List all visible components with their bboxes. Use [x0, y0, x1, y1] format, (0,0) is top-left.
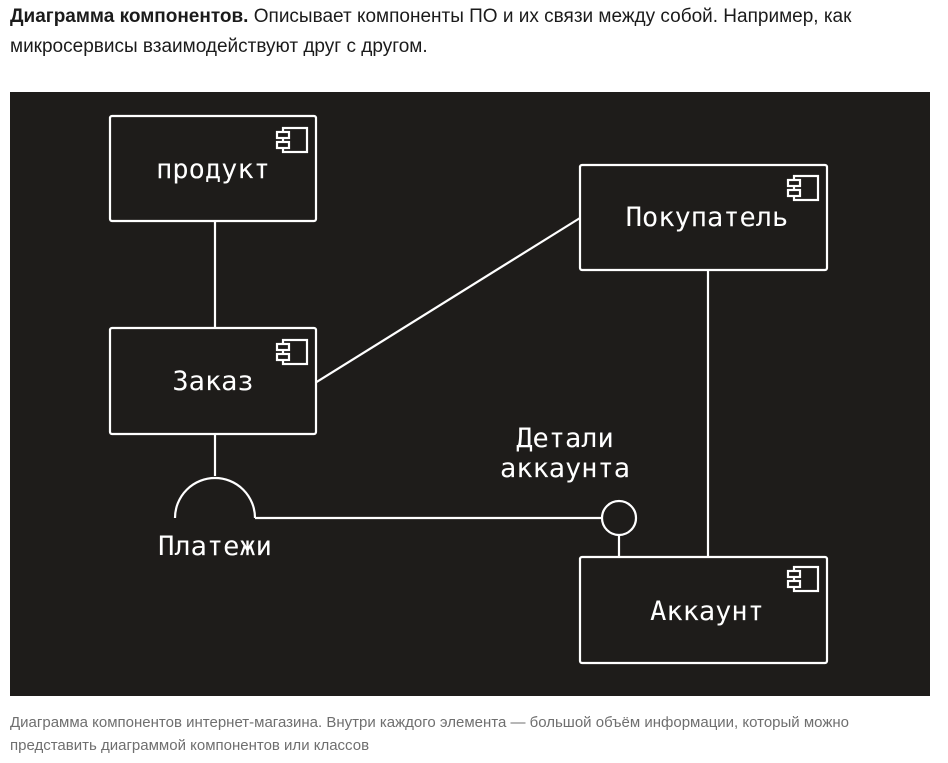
intro-text: Описывает компоненты ПО и их связи между…	[10, 6, 852, 57]
intro-paragraph: Диаграмма компонентов. Описывает компоне…	[10, 2, 938, 62]
component-order-label: Заказ	[172, 366, 253, 397]
figure-caption: Диаграмма компонентов интернет-магазина.…	[10, 714, 849, 754]
component-buyer-label: Покупатель	[626, 202, 789, 233]
component-account-label: Аккаунт	[650, 596, 764, 627]
intro-lead: Диаграмма компонентов.	[10, 6, 249, 27]
component-order: Заказ	[108, 326, 318, 436]
component-account: Аккаунт	[578, 555, 829, 665]
payments-socket	[173, 476, 257, 519]
component-diagram: продукт Покупатель Заказ Аккаунт Платежи…	[10, 92, 930, 696]
diagram-canvas: продукт Покупатель Заказ Аккаунт Платежи…	[108, 114, 829, 665]
connector-order-buyer	[314, 217, 581, 384]
component-product: продукт	[108, 114, 318, 223]
component-buyer: Покупатель	[578, 163, 829, 272]
component-product-label: продукт	[156, 154, 270, 185]
account-details-lollipop	[600, 499, 638, 537]
interface-account-details-label-line2: аккаунта	[500, 453, 630, 484]
interface-account-details-label-line1: Детали	[516, 423, 614, 454]
interface-payments-label: Платежи	[158, 531, 272, 562]
